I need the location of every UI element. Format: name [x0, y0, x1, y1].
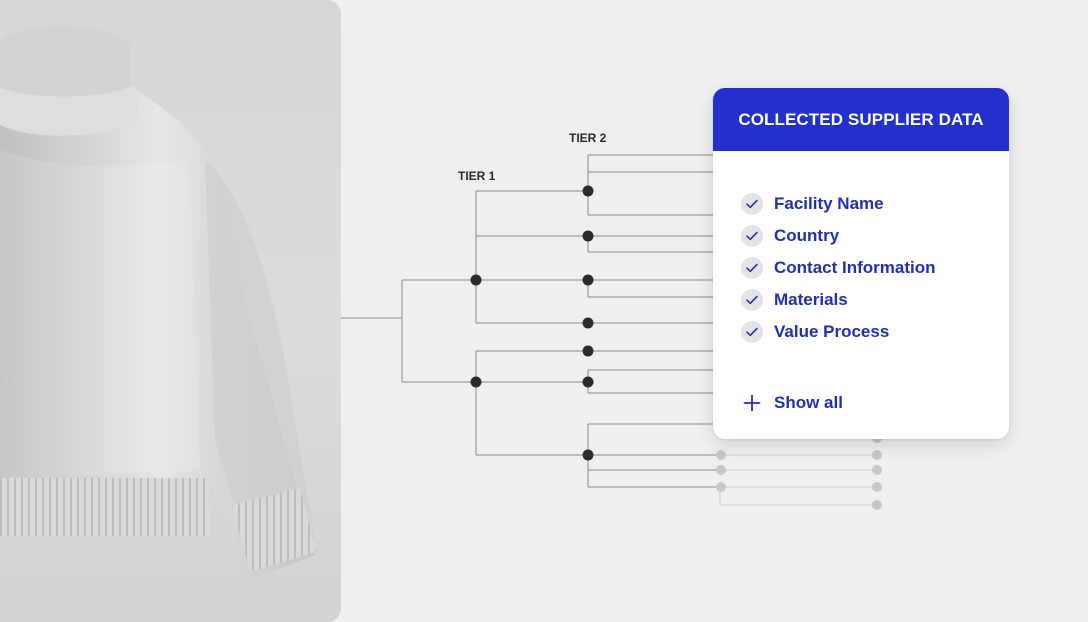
tier-3-node[interactable] [716, 482, 726, 492]
list-item: Country [741, 220, 936, 252]
list-item: Facility Name [741, 188, 936, 220]
tree-faded-nodes [716, 433, 882, 510]
value-process-label: Value Process [774, 322, 890, 341]
tier-4-node[interactable] [872, 450, 882, 460]
check-icon [741, 225, 763, 247]
show-all-label: Show all [774, 393, 843, 412]
check-icon [741, 193, 763, 215]
country-label: Country [774, 226, 840, 245]
tier-4-node[interactable] [872, 465, 882, 475]
tier-2-node[interactable] [582, 230, 594, 242]
tier-2-node[interactable] [582, 185, 594, 197]
list-item: Materials [741, 284, 936, 316]
supplier-data-card: COLLECTED SUPPLIER DATA Facility Name Co… [713, 88, 1009, 439]
tier-4-node[interactable] [872, 500, 882, 510]
check-icon [741, 257, 763, 279]
tier-2-node[interactable] [582, 376, 594, 388]
tier-2-node[interactable] [582, 317, 594, 329]
materials-label: Materials [774, 290, 848, 309]
list-item: Contact Information [741, 252, 936, 284]
tier-1-label: TIER 1 [458, 169, 496, 183]
tier-3-node[interactable] [716, 465, 726, 475]
tier-2-node[interactable] [582, 449, 594, 461]
tier-2-node[interactable] [582, 274, 594, 286]
data-field-list: Facility Name Country Contact Informatio… [741, 188, 936, 348]
check-icon [741, 321, 763, 343]
tier-2-node[interactable] [582, 345, 594, 357]
tier-1-node[interactable] [470, 274, 482, 286]
sweater-image [0, 25, 316, 581]
contact-information-label: Contact Information [774, 258, 936, 277]
tree-nodes [470, 185, 594, 461]
facility-name-label: Facility Name [774, 194, 884, 213]
tree-faded-connectors [719, 454, 878, 506]
tier-4-node[interactable] [872, 482, 882, 492]
tree-connectors [341, 154, 720, 488]
plus-icon [741, 392, 763, 414]
check-icon [741, 289, 763, 311]
show-all-button[interactable]: Show all [741, 392, 843, 414]
list-item: Value Process [741, 316, 936, 348]
tier-2-label: TIER 2 [569, 131, 607, 145]
product-photo [0, 0, 341, 622]
tier-3-node[interactable] [716, 450, 726, 460]
tier-1-node[interactable] [470, 376, 482, 388]
card-title: COLLECTED SUPPLIER DATA [713, 88, 1009, 151]
